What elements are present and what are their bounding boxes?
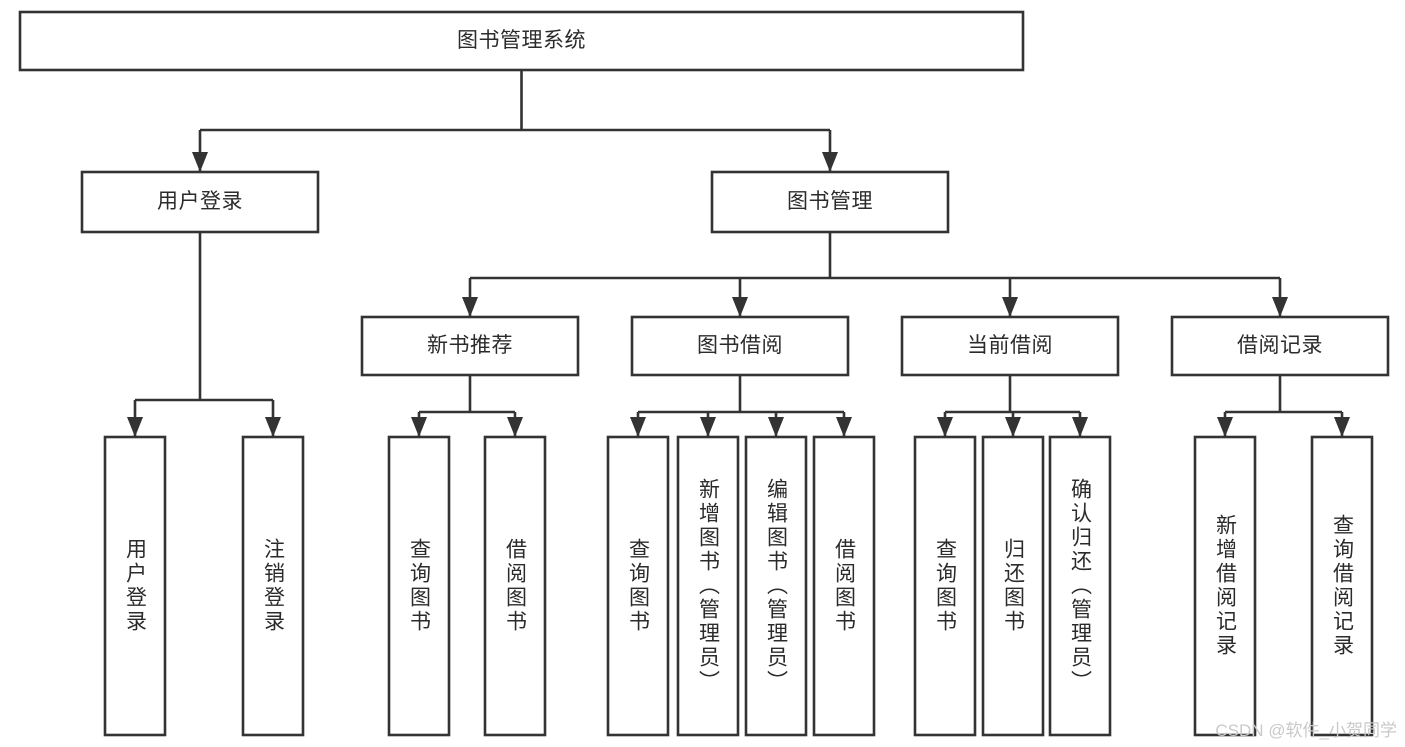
- node-leaf-query-book-2: [606, 435, 670, 737]
- node-leaf-query-book-3: [913, 435, 977, 737]
- arrow-head-icon: [411, 417, 427, 437]
- arrow-head-icon: [265, 417, 281, 437]
- node-new-book-recommend: [360, 315, 580, 377]
- node-book-manage: [710, 170, 950, 234]
- arrow-head-icon: [192, 152, 208, 172]
- arrow-head-icon: [127, 417, 143, 437]
- node-leaf-borrow-book-1: [483, 435, 547, 737]
- node-leaf-user-login: [103, 435, 167, 737]
- node-root: [18, 10, 1025, 72]
- node-book-borrow: [630, 315, 850, 377]
- box-layer: [18, 10, 1390, 737]
- arrow-head-icon: [1072, 417, 1088, 437]
- node-leaf-confirm-return: [1048, 435, 1112, 737]
- arrow-head-icon: [937, 417, 953, 437]
- arrow-head-icon: [462, 297, 478, 317]
- node-leaf-edit-book: [744, 435, 808, 737]
- node-user-login: [80, 170, 320, 234]
- arrow-head-icon: [700, 417, 716, 437]
- node-leaf-query-book-1: [387, 435, 451, 737]
- arrow-head-icon: [768, 417, 784, 437]
- node-borrow-record: [1170, 315, 1390, 377]
- arrow-head-icon: [1272, 297, 1288, 317]
- node-leaf-add-book: [676, 435, 740, 737]
- arrow-head-icon: [1002, 297, 1018, 317]
- connector-layer: [127, 70, 1350, 437]
- arrow-head-icon: [630, 417, 646, 437]
- arrow-head-icon: [732, 297, 748, 317]
- node-leaf-return-book: [981, 435, 1045, 737]
- node-leaf-add-borrow-record: [1193, 435, 1257, 737]
- arrow-head-icon: [1217, 417, 1233, 437]
- arrow-head-icon: [836, 417, 852, 437]
- arrow-head-icon: [1005, 417, 1021, 437]
- arrow-head-icon: [507, 417, 523, 437]
- arrow-head-icon: [1334, 417, 1350, 437]
- watermark-text: CSDN @软件_小贺同学: [1215, 721, 1397, 740]
- node-leaf-user-logout: [241, 435, 305, 737]
- node-leaf-borrow-book-2: [812, 435, 876, 737]
- arrow-head-icon: [822, 152, 838, 172]
- node-leaf-query-borrow-record: [1310, 435, 1374, 737]
- node-current-borrow: [900, 315, 1120, 377]
